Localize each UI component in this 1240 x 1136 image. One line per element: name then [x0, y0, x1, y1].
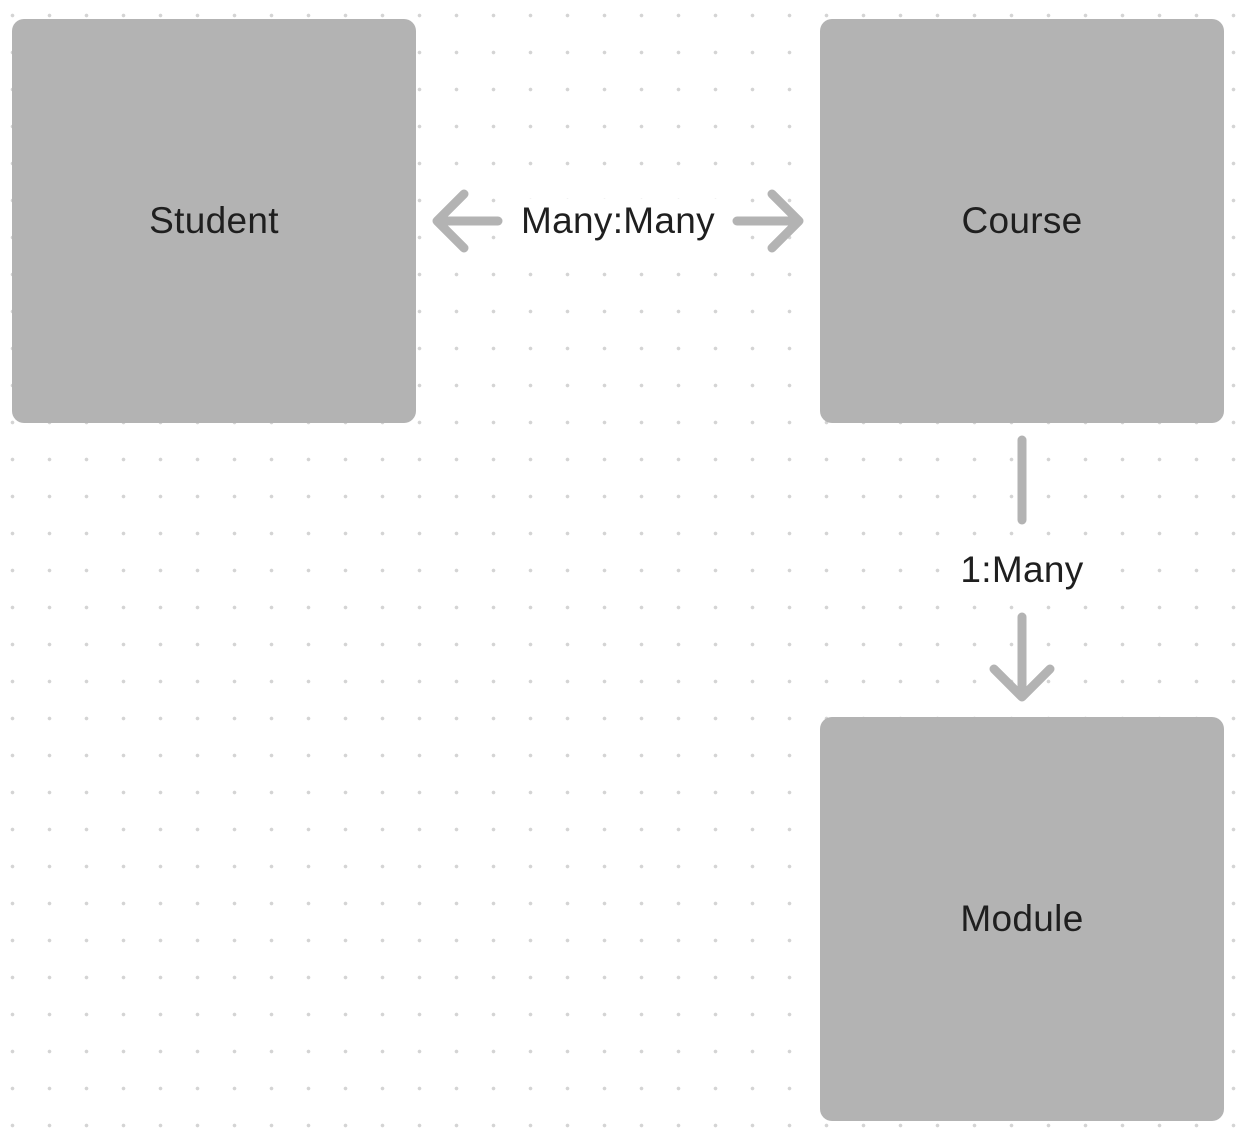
entity-course-label: Course [961, 200, 1083, 241]
arrowhead-down-icon [989, 664, 1055, 702]
entity-course[interactable]: Course [820, 19, 1224, 423]
entity-module[interactable]: Module [820, 717, 1224, 1121]
relationship-label-student-course[interactable]: Many:Many [512, 199, 724, 243]
entity-student[interactable]: Student [12, 19, 416, 423]
entity-module-label: Module [960, 898, 1084, 939]
arrowhead-right-icon [767, 189, 804, 253]
relationship-label-course-module[interactable]: 1:Many [950, 548, 1094, 592]
entity-student-label: Student [149, 200, 279, 241]
arrowhead-left-icon [432, 189, 469, 253]
